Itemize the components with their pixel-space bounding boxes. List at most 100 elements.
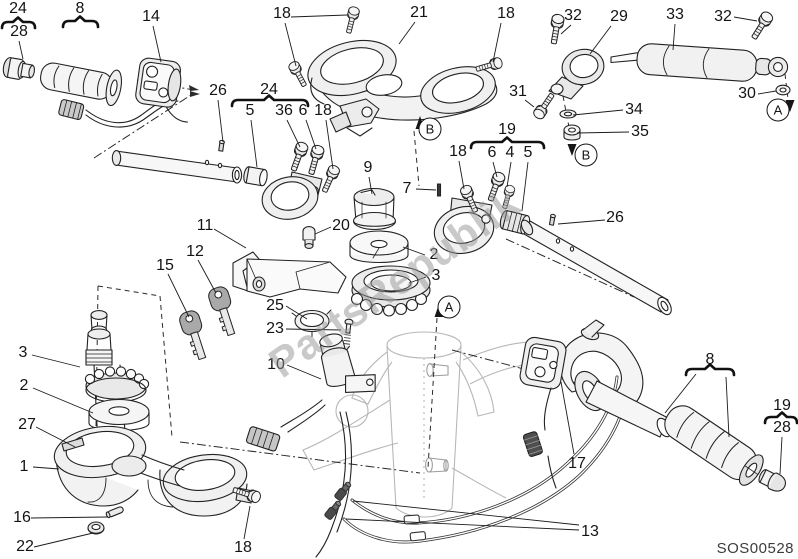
bar-end-weight-right bbox=[758, 469, 787, 492]
throttle-cables bbox=[324, 375, 629, 544]
callout-6: 6 bbox=[487, 144, 497, 161]
bracket-8-top-left bbox=[61, 15, 100, 29]
grip-cable-left bbox=[58, 96, 179, 128]
bearing-top bbox=[350, 265, 431, 317]
key-12 bbox=[206, 284, 242, 339]
callout-3: 3 bbox=[18, 344, 28, 361]
view-marker-a: A bbox=[437, 295, 461, 319]
clamp-lever-parts bbox=[329, 98, 380, 137]
bar-end-weight-left bbox=[2, 57, 35, 80]
callout-3: 3 bbox=[431, 267, 441, 284]
callout-8: 8 bbox=[705, 351, 715, 368]
pin-7 bbox=[436, 183, 442, 197]
callout-18: 18 bbox=[314, 102, 332, 119]
bracket-11 bbox=[232, 251, 347, 298]
drawing-code: SOS00528 bbox=[716, 540, 794, 557]
callout-11: 11 bbox=[196, 217, 214, 234]
bracket-24-top-left bbox=[0, 16, 37, 30]
switch-left bbox=[135, 57, 188, 123]
callout-18: 18 bbox=[234, 539, 252, 556]
callout-32: 32 bbox=[714, 8, 732, 25]
steering-stem-nut bbox=[352, 187, 397, 231]
cable-end-b bbox=[324, 500, 342, 520]
bolt-32-right bbox=[748, 9, 776, 42]
bracket-19-center bbox=[469, 136, 546, 150]
callout-6: 6 bbox=[298, 102, 308, 119]
group-brackets bbox=[0, 15, 798, 425]
callout-35: 35 bbox=[631, 123, 649, 140]
callout-19: 19 bbox=[498, 121, 516, 138]
callout-25: 25 bbox=[266, 297, 284, 314]
dust-seal-bottom bbox=[88, 398, 150, 431]
ignition-wiring bbox=[245, 399, 352, 558]
damper-clamp-29 bbox=[548, 48, 605, 100]
callout-31: 31 bbox=[509, 83, 527, 100]
callout-1: 1 bbox=[19, 458, 29, 475]
switch-right-wiring bbox=[522, 387, 557, 489]
switch-right bbox=[519, 336, 567, 390]
ghost-frame-stud bbox=[426, 363, 449, 377]
callout-30: 30 bbox=[738, 85, 756, 102]
leader-lines bbox=[18, 14, 783, 548]
callout-16: 16 bbox=[13, 509, 31, 526]
bracket-8-right bbox=[684, 363, 736, 377]
callout-27: 27 bbox=[18, 416, 36, 433]
handlebar-tube-left bbox=[111, 150, 243, 184]
bolt-6-left bbox=[304, 143, 326, 177]
callout-28: 28 bbox=[10, 23, 28, 40]
bolt-31 bbox=[531, 90, 558, 122]
callout-14: 14 bbox=[142, 8, 160, 25]
ignition-lock-10 bbox=[319, 333, 376, 393]
ring-25 bbox=[291, 309, 332, 337]
callout-12: 12 bbox=[186, 243, 204, 260]
set-screw-right bbox=[548, 213, 556, 226]
callout-7: 7 bbox=[402, 180, 412, 197]
bolt-32-left bbox=[547, 12, 566, 46]
bolt-36 bbox=[287, 140, 310, 174]
grip-left bbox=[39, 62, 123, 107]
callout-21: 21 bbox=[410, 4, 428, 21]
throttle-tube bbox=[574, 370, 672, 438]
bolt-4 bbox=[499, 183, 517, 210]
handlebar-tube-right bbox=[520, 219, 672, 316]
callout-33: 33 bbox=[666, 6, 684, 23]
callout-2: 2 bbox=[19, 377, 29, 394]
handlebar-clamp-left bbox=[261, 171, 323, 220]
callout-4: 4 bbox=[505, 144, 515, 161]
callout-22: 22 bbox=[16, 538, 34, 555]
steering-damper bbox=[610, 43, 789, 82]
key-15 bbox=[177, 308, 213, 363]
callout-32: 32 bbox=[564, 7, 582, 24]
callout-5: 5 bbox=[245, 102, 255, 119]
callout-26: 26 bbox=[606, 209, 624, 226]
lower-triple-clamp bbox=[53, 425, 254, 517]
callout-23: 23 bbox=[266, 320, 284, 337]
bracket-19-right bbox=[763, 411, 798, 425]
callout-18: 18 bbox=[497, 5, 515, 22]
cable-end-a bbox=[334, 481, 352, 501]
callout-26: 26 bbox=[209, 82, 227, 99]
view-marker-b: B bbox=[574, 143, 598, 167]
washer-34 bbox=[559, 109, 577, 119]
view-marker-b: B bbox=[418, 117, 442, 141]
callout-8: 8 bbox=[75, 0, 85, 17]
throttle-perch-bracket bbox=[559, 319, 644, 409]
callout-17: 17 bbox=[568, 455, 586, 472]
callout-10: 10 bbox=[267, 356, 285, 373]
handlebar-clamp-right bbox=[433, 197, 495, 255]
washer-30 bbox=[775, 84, 791, 96]
callout-13: 13 bbox=[581, 523, 599, 540]
callout-34: 34 bbox=[625, 101, 643, 118]
callout-20: 20 bbox=[332, 217, 350, 234]
bracket-24-left bbox=[230, 94, 310, 108]
nut-22 bbox=[87, 521, 105, 535]
callout-24: 24 bbox=[9, 0, 27, 17]
pin-16 bbox=[105, 506, 124, 519]
callout-29: 29 bbox=[610, 8, 628, 25]
callout-18: 18 bbox=[449, 143, 467, 160]
callout-18: 18 bbox=[273, 5, 291, 22]
callout-36: 36 bbox=[275, 102, 293, 119]
callout-28: 28 bbox=[773, 419, 791, 436]
